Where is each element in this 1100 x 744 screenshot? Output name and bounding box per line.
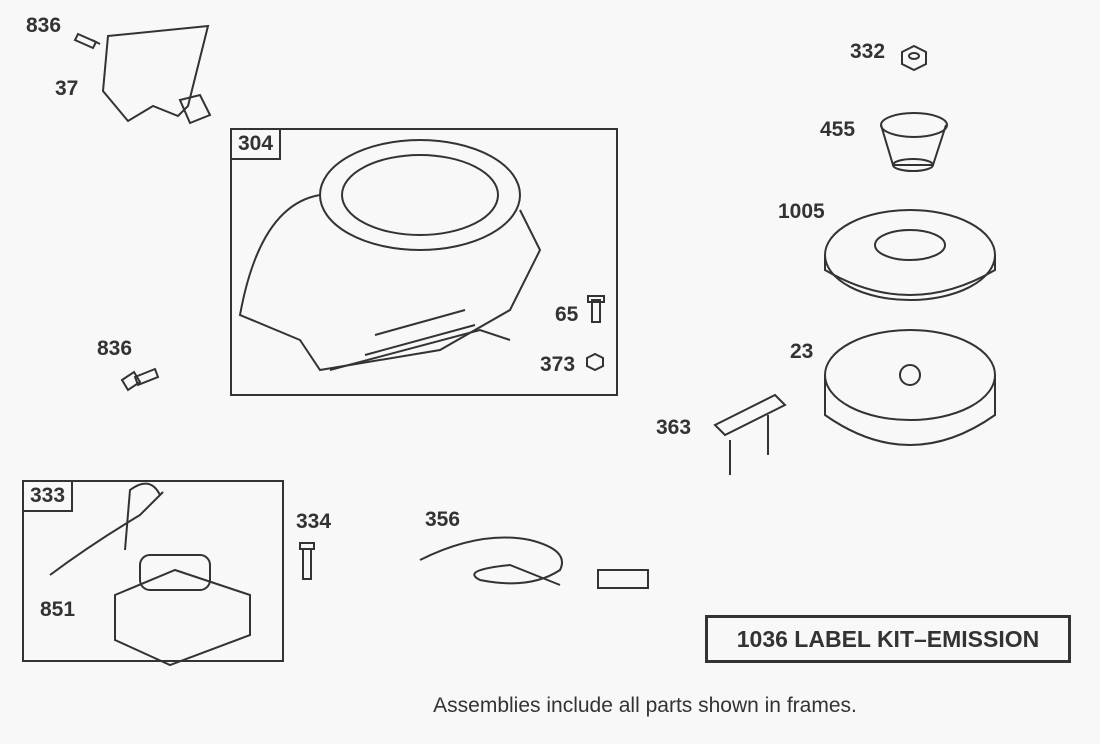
- part-label-37: 37: [55, 77, 79, 100]
- fan-drawing: [824, 209, 996, 301]
- part-label-356: 356: [425, 508, 461, 531]
- label-kit-box: 1036 LABEL KIT–EMISSION: [705, 615, 1071, 663]
- blower-housing-frame: 304: [230, 128, 618, 396]
- shield-37-drawing: [101, 24, 212, 125]
- footnote: Assemblies include all parts shown in fr…: [433, 694, 857, 717]
- part-label-836-left: 836: [97, 337, 133, 360]
- part-label-836-top: 836: [26, 14, 62, 37]
- screw-334-drawing: [299, 542, 315, 580]
- part-label-65: 65: [555, 303, 579, 326]
- starter-cup-drawing: [880, 112, 948, 172]
- screw-836-top-drawing: [73, 32, 101, 50]
- part-label-333: 333: [24, 482, 74, 512]
- nut-373-drawing: [586, 352, 604, 372]
- wire-356-drawing: [419, 536, 649, 589]
- part-label-373: 373: [540, 353, 576, 376]
- part-label-23: 23: [790, 340, 814, 363]
- blower-housing-drawing: [238, 139, 542, 372]
- armature-drawing: [49, 482, 251, 667]
- part-label-363: 363: [656, 416, 692, 439]
- nut-332-drawing: [901, 44, 927, 72]
- part-label-334: 334: [296, 510, 332, 533]
- screw-65-drawing: [587, 295, 605, 323]
- part-label-304: 304: [232, 130, 282, 160]
- part-label-332: 332: [850, 40, 886, 63]
- screw-836-left-drawing: [120, 367, 160, 392]
- part-label-851: 851: [40, 598, 76, 621]
- armature-frame: 333: [22, 480, 284, 662]
- flywheel-drawing: [824, 329, 996, 446]
- part-label-455: 455: [820, 118, 856, 141]
- part-label-1005: 1005: [778, 200, 825, 223]
- brake-363-drawing: [713, 393, 787, 475]
